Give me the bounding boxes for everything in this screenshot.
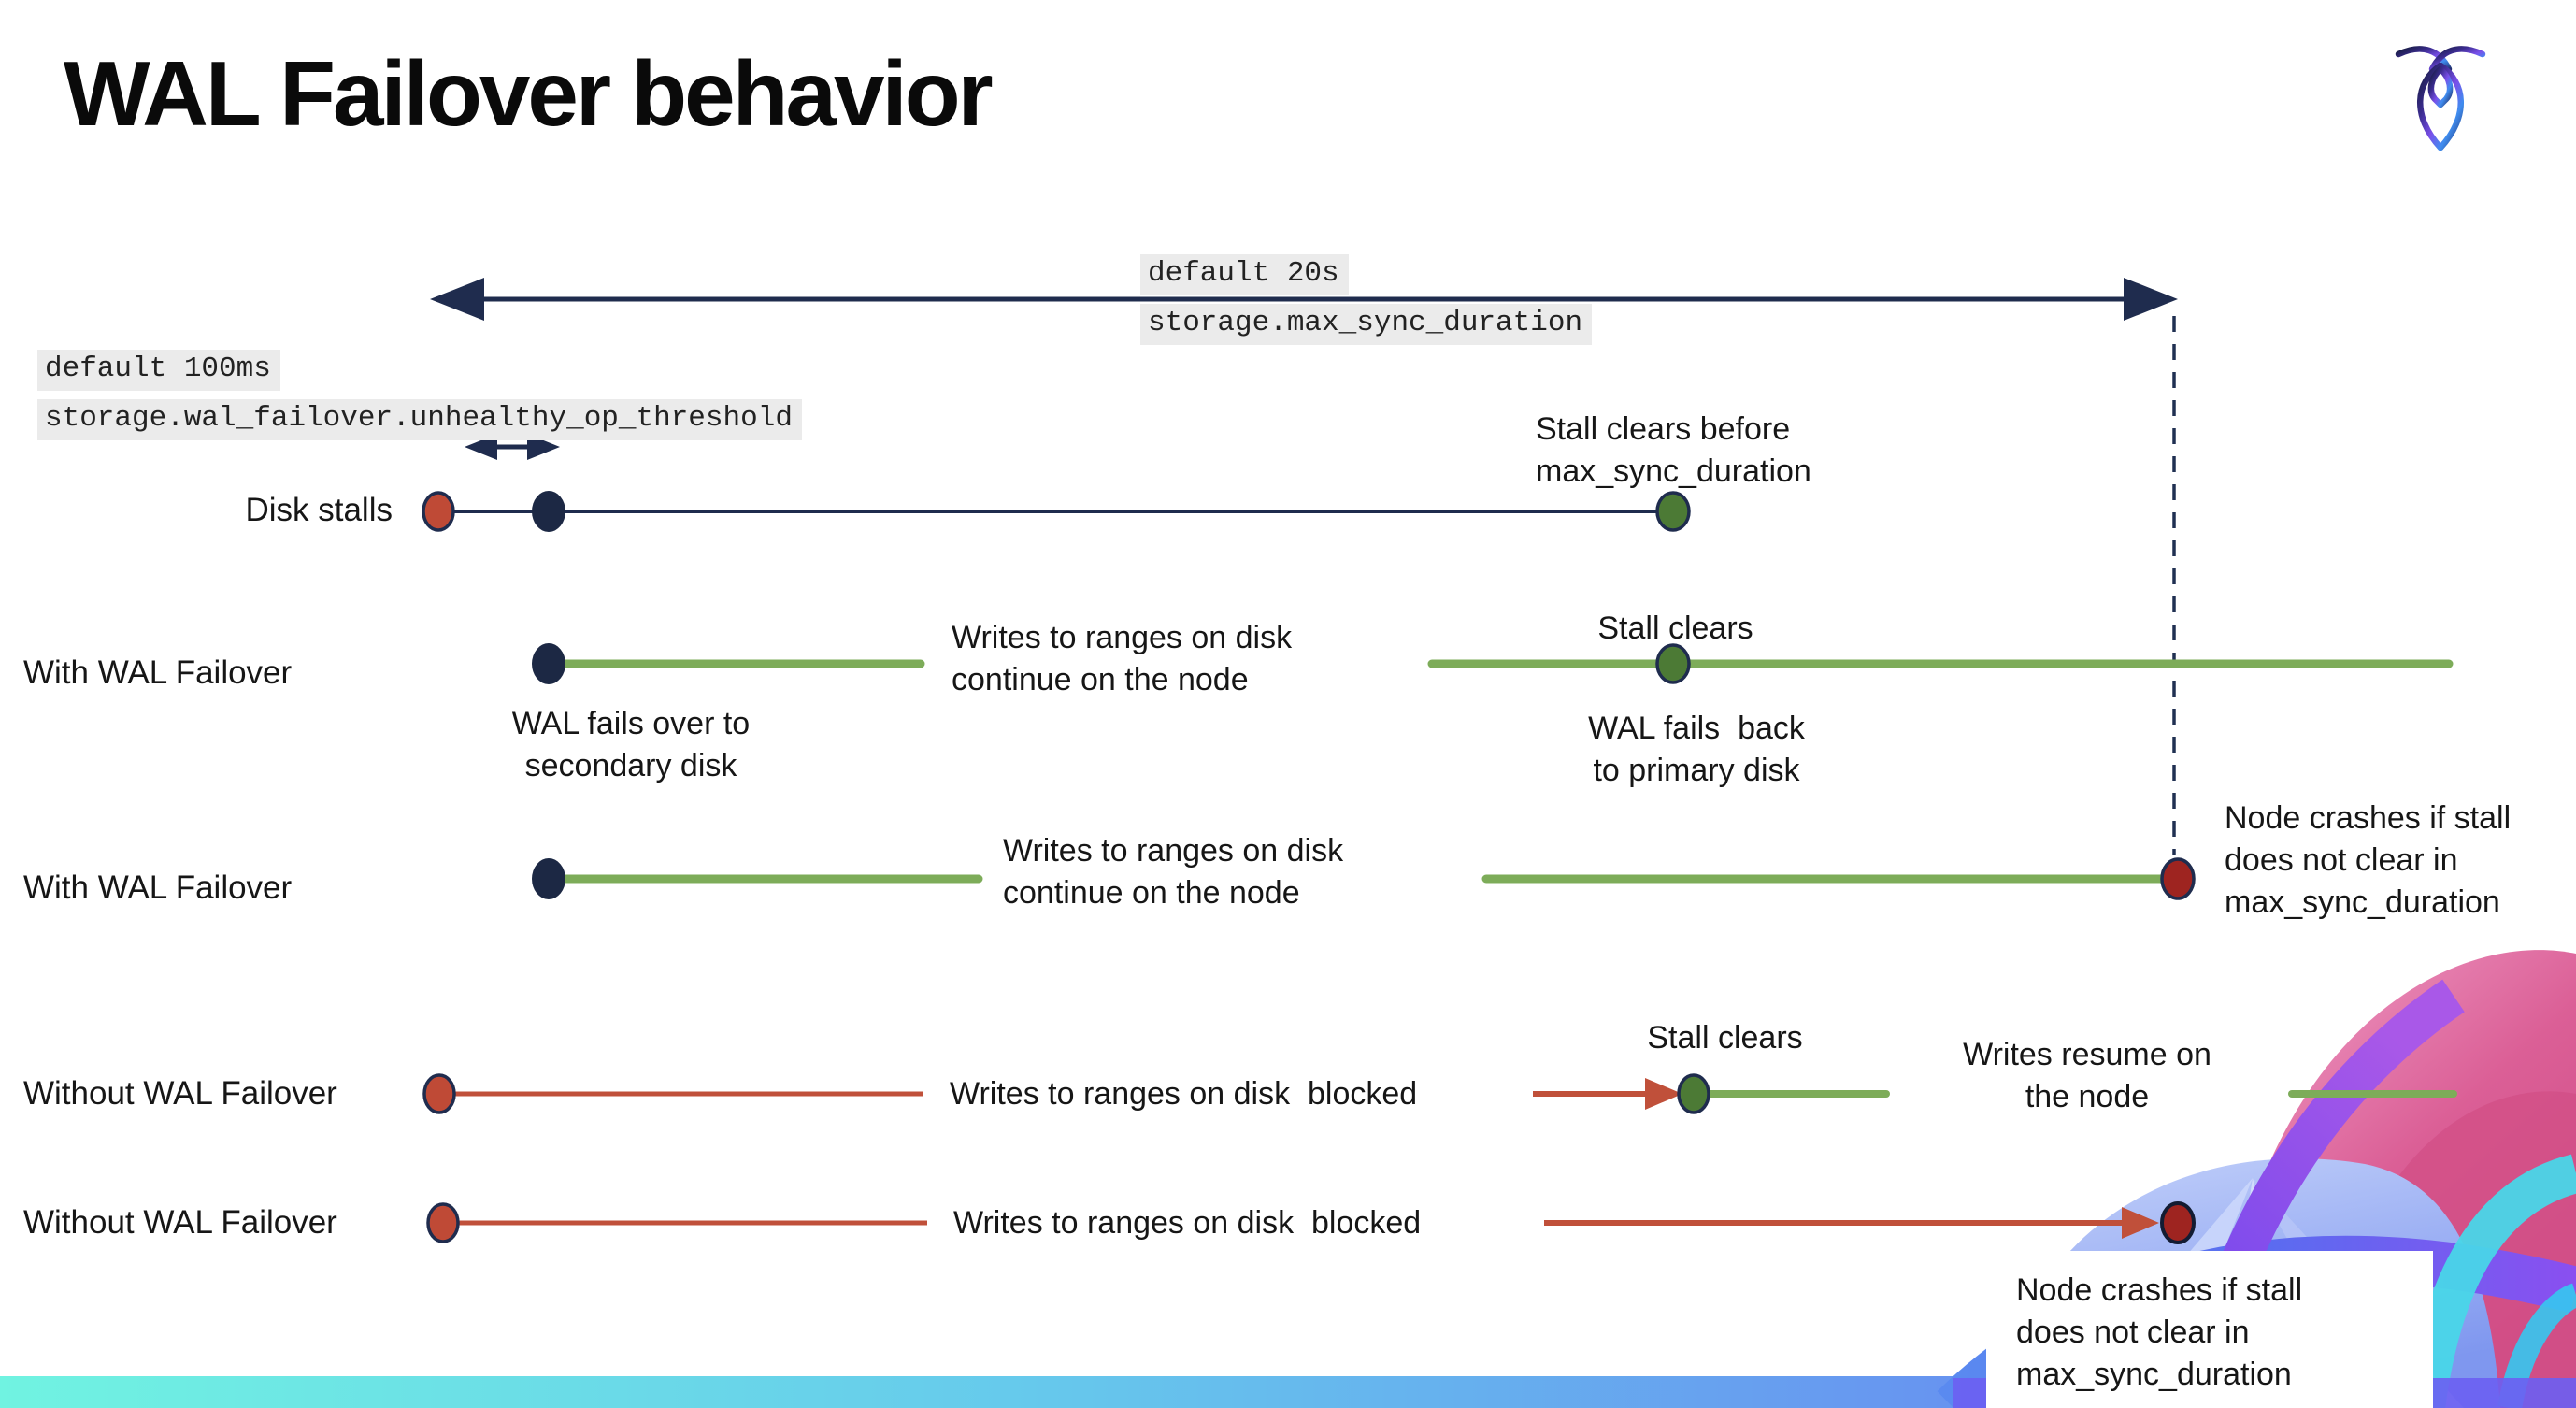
node-crash-text-1: Node crashes if stall does not clear in … <box>2225 800 2512 920</box>
writes-continue-text-2: Writes to ranges on disk continue on the… <box>1003 833 1344 911</box>
row-label-with-wal-failover-1: With WAL Failover <box>23 654 293 691</box>
writes-continue-text-1: Writes to ranges on disk continue on the… <box>952 620 1293 697</box>
max-sync-setting-name: storage.max_sync_duration <box>1140 304 1593 345</box>
stall-clears-before-dot <box>1655 491 1691 532</box>
failover-dot-2 <box>532 858 565 899</box>
max-sync-default-value: default 20s <box>1140 254 1349 295</box>
row-wal-failover-2-line <box>532 857 2196 900</box>
row-wal-failover-1-line <box>532 643 2454 684</box>
node-crash-dot-1 <box>2160 857 2196 900</box>
stall-clears-dot-1 <box>1655 643 1691 684</box>
disk-stall-start-dot <box>422 491 455 532</box>
failover-dot-1 <box>532 643 565 684</box>
failover-trigger-dot <box>532 491 565 532</box>
stall-clears-before-text: Stall clears before max_sync_duration <box>1536 411 1811 489</box>
stall-start-dot-1 <box>422 1073 456 1114</box>
node-crash-callout-box: Node crashes if stall does not clear in … <box>1986 1251 2433 1408</box>
stall-start-dot-2 <box>426 1202 460 1243</box>
wal-fails-back-text: WAL fails back to primary disk <box>1588 711 1805 788</box>
stall-clears-text-2: Stall clears <box>1647 1020 1803 1056</box>
row-label-disk-stalls: Disk stalls <box>245 492 393 528</box>
unhealthy-op-threshold-label: default 100ms storage.wal_failover.unhea… <box>37 350 802 440</box>
artwork-cyan-arc <box>2406 1154 2576 1408</box>
row-label-with-wal-failover-2: With WAL Failover <box>23 869 293 906</box>
row-label-without-wal-failover-2: Without WAL Failover <box>23 1204 337 1241</box>
page-title: WAL Failover behavior <box>64 42 994 145</box>
node-crash-text-2: Node crashes if stall does not clear in … <box>2016 1272 2303 1392</box>
writes-blocked-text-2: Writes to ranges on disk blocked <box>953 1205 1422 1241</box>
stall-clears-text-1: Stall clears <box>1597 611 1753 646</box>
row-label-without-wal-failover-1: Without WAL Failover <box>23 1075 337 1112</box>
writes-resume-text: Writes resume on the node <box>1963 1037 2211 1114</box>
row-disk-stalls-line <box>422 491 1691 532</box>
wal-fails-over-text: WAL fails over to secondary disk <box>511 706 751 783</box>
threshold-default-value: default 100ms <box>37 350 280 391</box>
writes-blocked-text-1: Writes to ranges on disk blocked <box>950 1076 1418 1112</box>
threshold-setting-name: storage.wal_failover.unhealthy_op_thresh… <box>37 399 802 440</box>
max-sync-duration-label: default 20s storage.max_sync_duration <box>1140 254 1593 345</box>
stall-clears-dot-2 <box>1677 1073 1710 1114</box>
cockroachdb-logo-icon <box>2395 46 2486 151</box>
